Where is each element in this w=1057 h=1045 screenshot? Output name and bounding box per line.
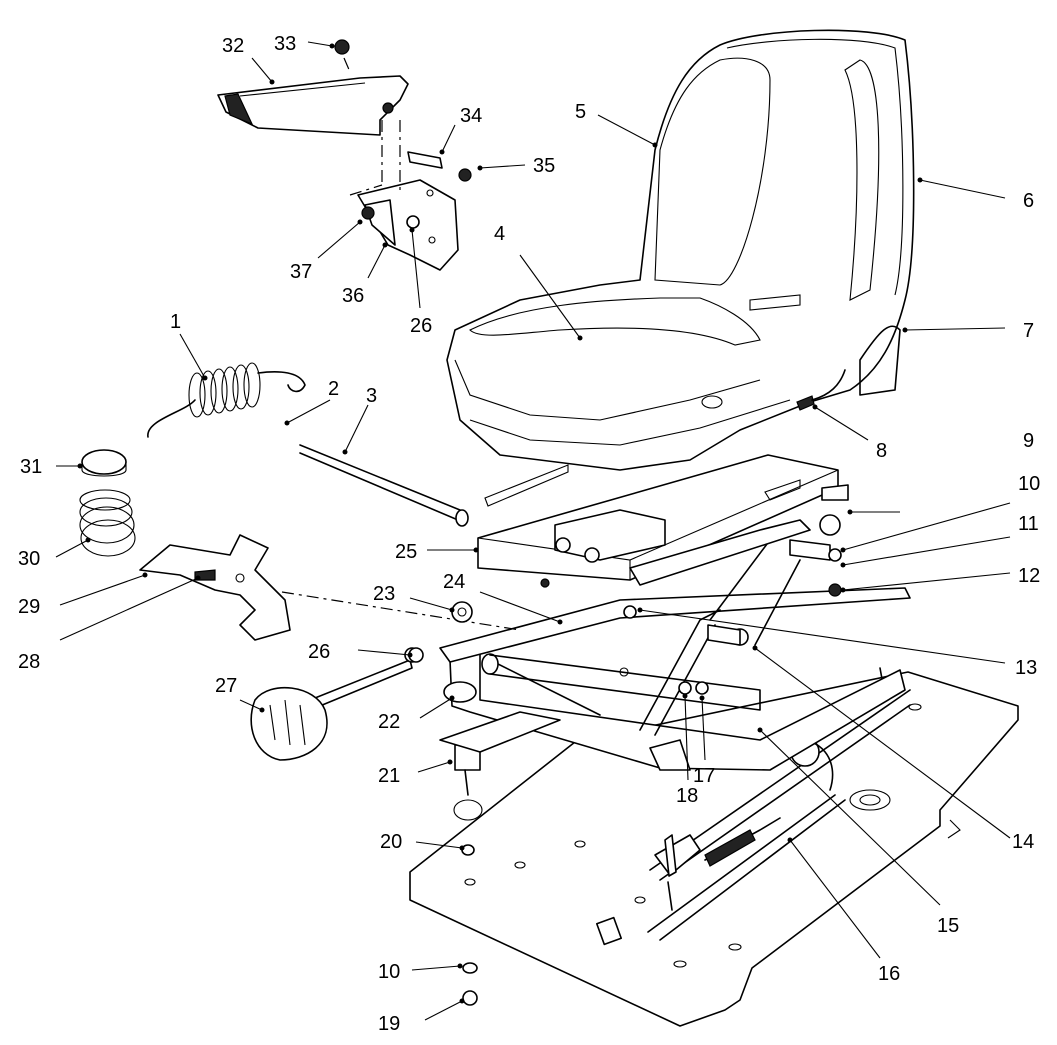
- callout-28: 28: [18, 651, 40, 673]
- callout-labels: 1 2 3 4 5 6 7 8 9 10 11 12 13 14 15 16 1…: [18, 33, 1040, 1035]
- callout-29: 29: [18, 596, 40, 618]
- callout-21: 21: [378, 765, 400, 787]
- callout-36: 36: [342, 285, 364, 307]
- callout-31: 31: [20, 456, 42, 478]
- callout-4: 4: [494, 223, 505, 245]
- callout-13: 13: [1015, 657, 1037, 679]
- base-plate: [409, 671, 1019, 1027]
- callout-2: 2: [328, 378, 339, 400]
- callout-11: 11: [1018, 513, 1039, 535]
- callout-26-lower: 26: [308, 641, 330, 663]
- callout-20: 20: [380, 831, 402, 853]
- lever-bracket: [139, 534, 521, 641]
- suspension-frame: [439, 539, 911, 771]
- callout-30: 30: [18, 548, 40, 570]
- callout-6: 6: [1023, 190, 1034, 212]
- adjustment-knob: [250, 647, 420, 761]
- hardware: [408, 484, 849, 1006]
- cap-and-coil-spring: [79, 449, 136, 557]
- callout-34: 34: [460, 105, 482, 127]
- callout-22: 22: [378, 711, 400, 733]
- callout-15: 15: [937, 915, 959, 937]
- callout-12: 12: [1018, 565, 1040, 587]
- callout-3: 3: [366, 385, 377, 407]
- callout-33: 33: [274, 33, 296, 55]
- callout-10-top: 10: [1018, 473, 1040, 495]
- armrest-assembly: [217, 39, 472, 271]
- callout-37: 37: [290, 261, 312, 283]
- spring-and-rod: [147, 362, 469, 527]
- callout-19: 19: [378, 1013, 400, 1035]
- seat-cushion: [446, 29, 915, 471]
- callout-24: 24: [443, 571, 465, 593]
- callout-1: 1: [170, 311, 181, 333]
- callout-9: 9: [1023, 430, 1034, 452]
- leader-lines: [55, 41, 1011, 1021]
- callout-27: 27: [215, 675, 237, 697]
- callout-35: 35: [533, 155, 555, 177]
- callout-25: 25: [395, 541, 417, 563]
- callout-7: 7: [1023, 320, 1034, 342]
- callout-23: 23: [373, 583, 395, 605]
- callout-32: 32: [222, 35, 244, 57]
- callout-16: 16: [878, 963, 900, 985]
- callout-10-bottom: 10: [378, 961, 400, 983]
- callout-26-upper: 26: [410, 315, 432, 337]
- callout-8: 8: [876, 440, 887, 462]
- callout-14: 14: [1012, 831, 1034, 853]
- seat-pan-plate: [477, 454, 839, 588]
- callout-17: 17: [693, 765, 715, 787]
- callout-5: 5: [575, 101, 586, 123]
- callout-18: 18: [676, 785, 698, 807]
